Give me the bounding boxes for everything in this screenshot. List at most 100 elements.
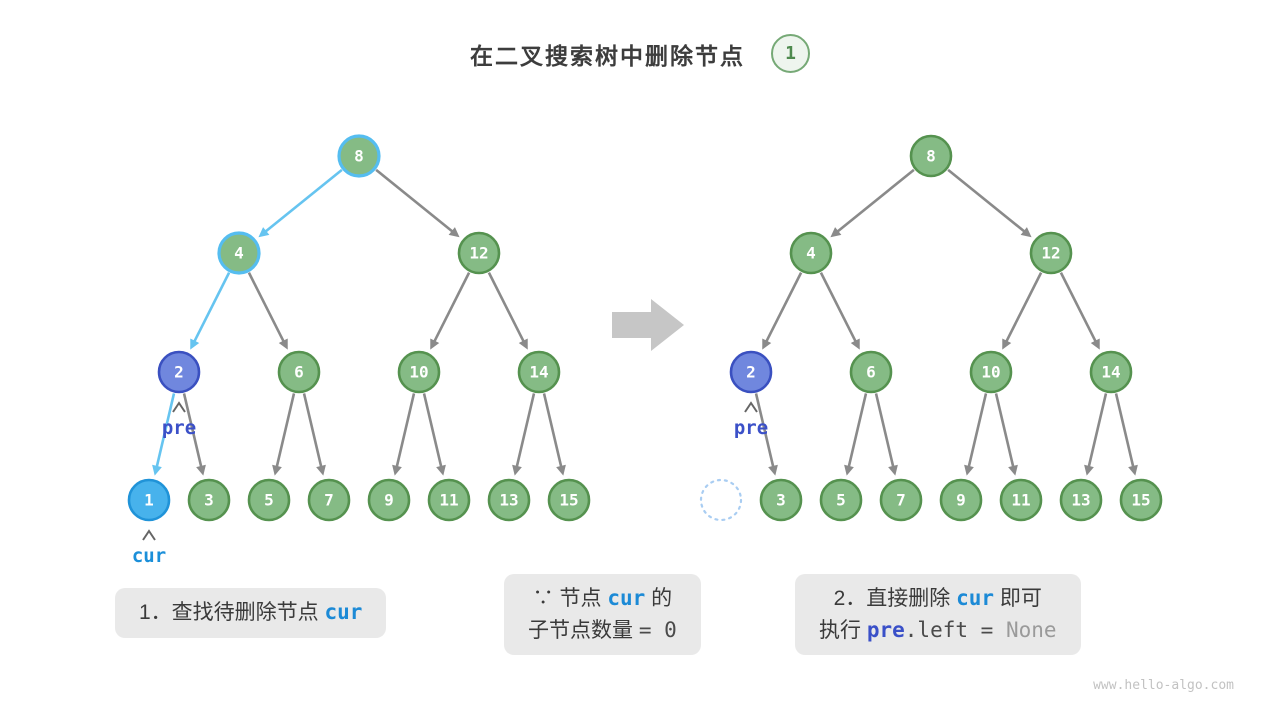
- node-value: 2: [746, 363, 756, 382]
- tree-node-10: [397, 350, 441, 394]
- tree-node-2: [729, 350, 773, 394]
- tree-edge: [487, 272, 528, 350]
- tree-node-4: [217, 231, 261, 275]
- node-value: 10: [409, 363, 428, 382]
- caption-text: 1．查找待删除节点: [139, 601, 325, 624]
- node-value: 5: [836, 491, 846, 510]
- tree-node-7: [879, 478, 923, 522]
- node-value: 15: [1131, 491, 1150, 510]
- tree-edge: [152, 393, 176, 476]
- tree-edge: [392, 393, 416, 476]
- node-value: 4: [234, 244, 244, 263]
- tree-edge: [1002, 272, 1043, 350]
- tree-edge: [844, 393, 868, 476]
- tree-edge: [1059, 272, 1100, 350]
- tree-edge: [964, 393, 988, 476]
- tree-node-15: [1119, 478, 1163, 522]
- tree-edge: [247, 272, 288, 350]
- caption-text: ∵ 节点: [532, 587, 608, 610]
- tree-node-15: [547, 478, 591, 522]
- caption-text: 子节点数量: [528, 618, 639, 642]
- tree-edge: [994, 393, 1018, 476]
- code-token-cur: cur: [324, 600, 363, 624]
- tree-node-9: [939, 478, 983, 522]
- node-value: 9: [956, 491, 966, 510]
- pointer-caret: [142, 529, 156, 541]
- tree-node-1: [127, 478, 171, 522]
- caption-3: 2．直接删除 cur 即可执行 pre.left = None: [795, 574, 1081, 655]
- tree-node-12: [1029, 231, 1073, 275]
- tree-node-8: [337, 134, 381, 178]
- node-value: 9: [384, 491, 394, 510]
- tree-edge: [190, 272, 231, 350]
- tree-node-11: [999, 478, 1043, 522]
- node-value: 12: [1041, 244, 1060, 263]
- tree-edge: [754, 393, 778, 476]
- tree-edge: [375, 168, 460, 238]
- node-value: 3: [204, 491, 214, 510]
- diagram-title-row: 在二叉搜索树中删除节点 1: [0, 34, 1280, 73]
- node-value: 7: [896, 491, 906, 510]
- tree-edge: [430, 272, 471, 350]
- removed-node-placeholder: [699, 478, 743, 522]
- node-value: 11: [1011, 491, 1030, 510]
- pointer-label-pre: pre: [162, 417, 196, 439]
- caption-2: ∵ 节点 cur 的子节点数量 = 0: [504, 574, 701, 655]
- tree-node-5: [819, 478, 863, 522]
- tree-edge: [830, 168, 915, 238]
- tree-node-14: [1089, 350, 1133, 394]
- node-value: 14: [1101, 363, 1120, 382]
- node-value: 15: [559, 491, 578, 510]
- tree-node-6: [277, 350, 321, 394]
- caption-text: 2．直接删除: [833, 587, 957, 610]
- node-value: 1: [144, 491, 154, 510]
- tree-node-5: [247, 478, 291, 522]
- node-value: 13: [499, 491, 518, 510]
- tree-node-10: [969, 350, 1013, 394]
- tree-edge: [947, 168, 1032, 238]
- node-value: 11: [439, 491, 458, 510]
- code-token-.left: .left: [904, 617, 968, 642]
- tree-node-4: [789, 231, 833, 275]
- node-value: 8: [926, 147, 936, 166]
- code-token-=: =: [968, 617, 1006, 642]
- node-value: 14: [529, 363, 548, 382]
- node-value: 7: [324, 491, 334, 510]
- node-value: 2: [174, 363, 184, 382]
- caption-text: 的: [645, 587, 673, 610]
- caption-1: 1．查找待删除节点 cur: [115, 588, 387, 638]
- tree-node-8: [909, 134, 953, 178]
- node-value: 3: [776, 491, 786, 510]
- tree-node-7: [307, 478, 351, 522]
- caption-text: 执行: [819, 618, 867, 642]
- code-token-None: None: [1005, 617, 1057, 642]
- tree-edge: [182, 393, 206, 476]
- tree-edge: [272, 393, 296, 476]
- tree-edge: [258, 168, 343, 238]
- transition-arrow: [612, 299, 684, 351]
- tree-node-14: [517, 350, 561, 394]
- tree-edge: [512, 393, 536, 476]
- page-title: 在二叉搜索树中删除节点: [470, 42, 745, 69]
- tree-edge: [874, 393, 898, 476]
- tree-node-6: [849, 350, 893, 394]
- step-badge: 1: [771, 34, 810, 73]
- caption-text: 即可: [994, 587, 1042, 610]
- node-value: 8: [354, 147, 364, 166]
- tree-node-3: [187, 478, 231, 522]
- tree-edge: [1114, 393, 1138, 476]
- code-token-cur: cur: [607, 586, 646, 610]
- tree-node-13: [1059, 478, 1103, 522]
- tree-edge: [1084, 393, 1108, 476]
- tree-edge: [422, 393, 446, 476]
- node-value: 4: [806, 244, 816, 263]
- tree-edge: [302, 393, 326, 476]
- tree-node-13: [487, 478, 531, 522]
- tree-edge: [762, 272, 803, 350]
- tree-edge: [542, 393, 566, 476]
- node-value: 6: [866, 363, 876, 382]
- pointer-label-pre: pre: [734, 417, 768, 439]
